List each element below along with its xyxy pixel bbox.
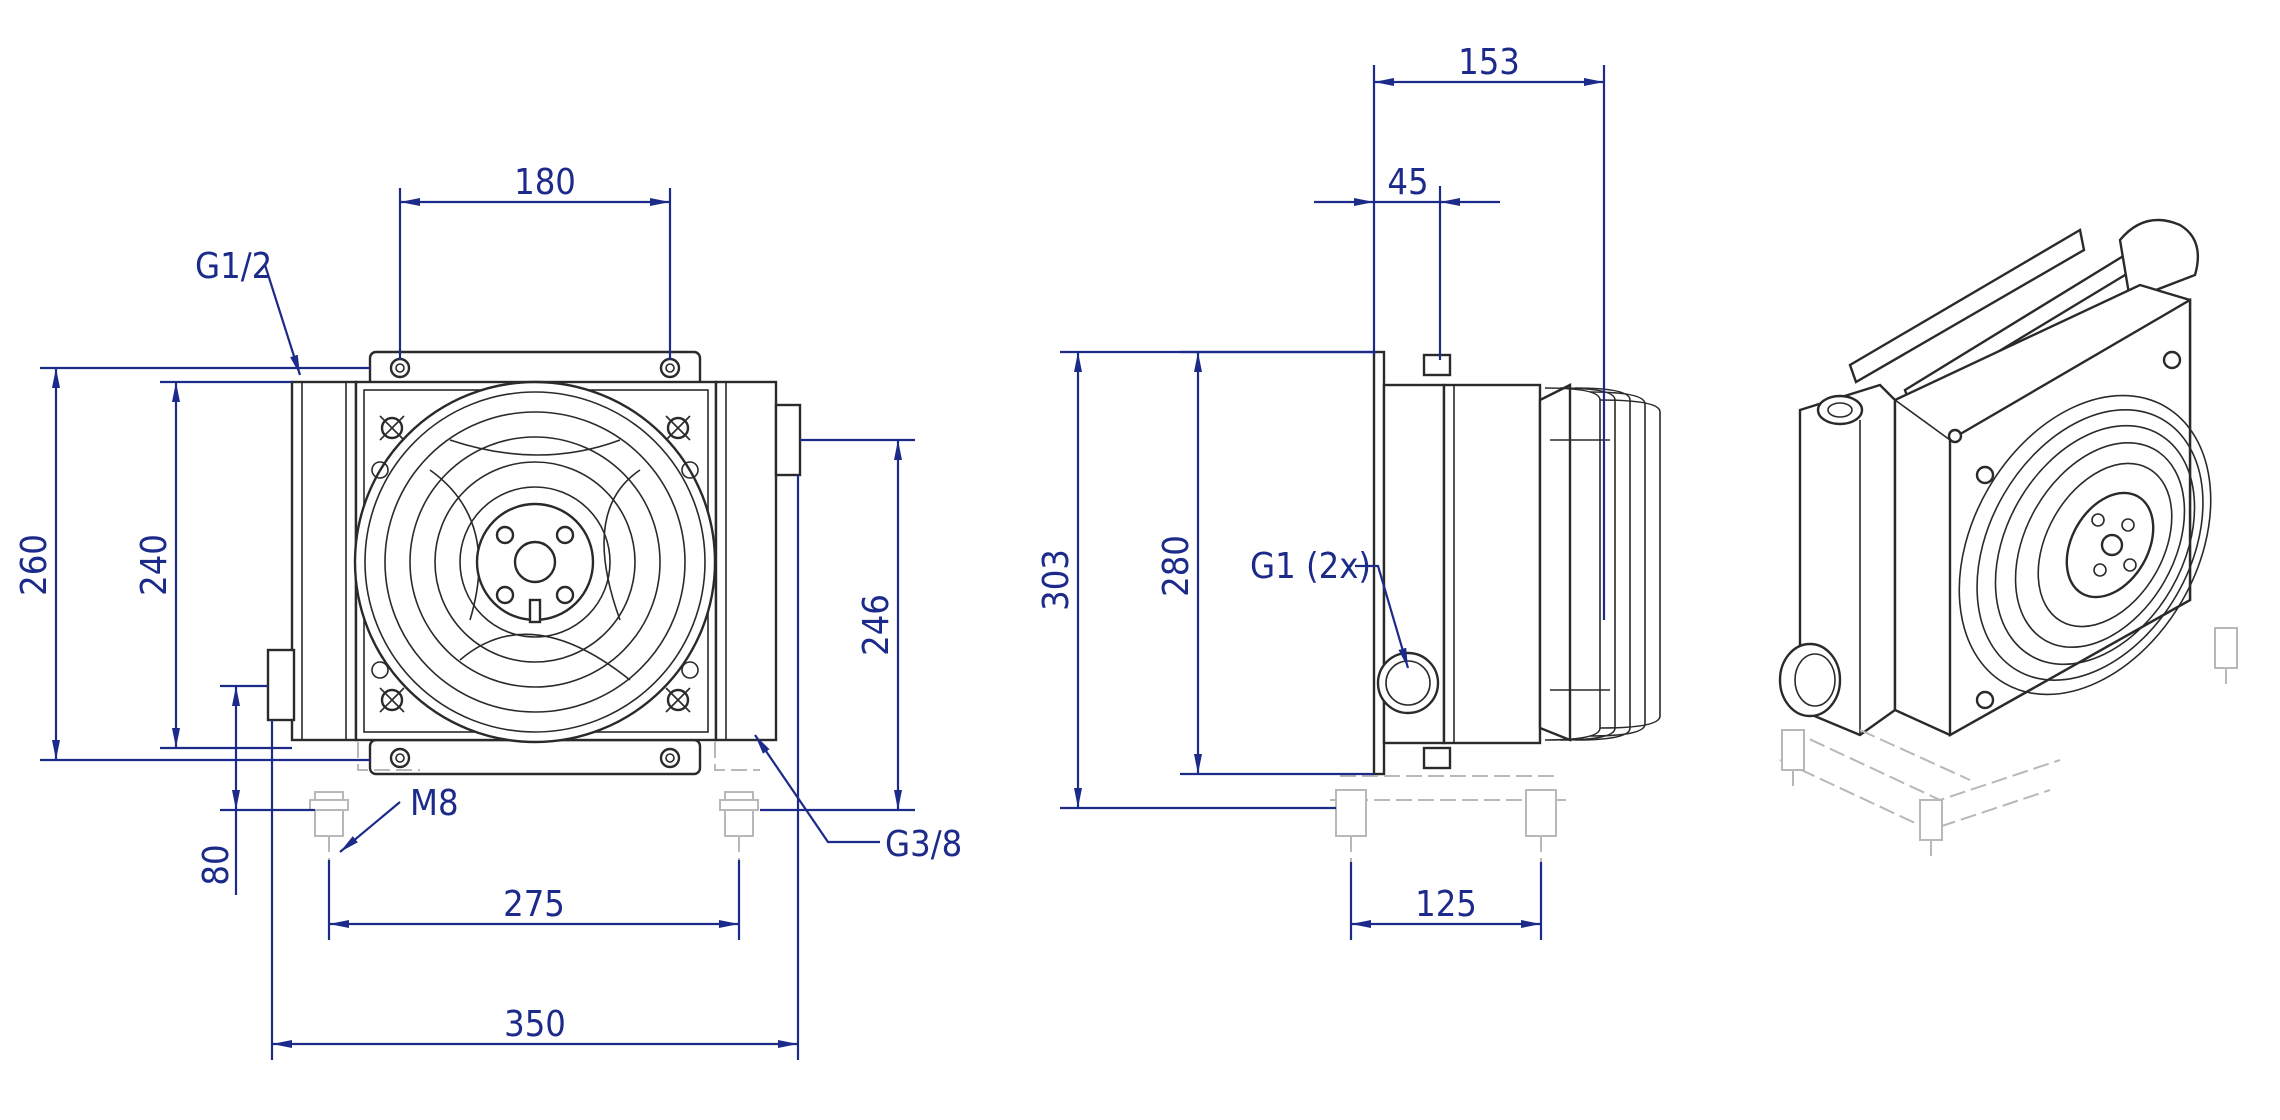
- dim-80-label: 80: [196, 844, 237, 885]
- dim-45-label: 45: [1387, 162, 1428, 203]
- isometric-view: [1778, 218, 2238, 862]
- dim-153-label: 153: [1458, 42, 1520, 83]
- dim-260-label: 260: [14, 534, 55, 596]
- callout-m8: M8: [410, 783, 459, 824]
- dim-303-label: 303: [1036, 549, 1077, 611]
- side-view: [1330, 350, 1661, 862]
- dim-125-label: 125: [1415, 884, 1477, 925]
- side-view-dimensions: 153 45 303 280 125 G1 (2x): [1036, 42, 1606, 940]
- callout-g1-2x: G1 (2x): [1250, 546, 1371, 587]
- dim-180-label: 180: [514, 162, 576, 203]
- callout-g1-2: G1/2: [195, 246, 272, 287]
- callout-g3-8: G3/8: [885, 824, 962, 865]
- dim-350-label: 350: [504, 1004, 566, 1045]
- dim-246-label: 246: [856, 594, 897, 656]
- dim-275-label: 275: [503, 884, 565, 925]
- dim-240-label: 240: [134, 534, 175, 596]
- dim-280-label: 280: [1156, 535, 1197, 597]
- front-view-dimensions: 180 260 240 246 80 275 350 G1/: [14, 162, 962, 1060]
- front-view: [266, 350, 802, 862]
